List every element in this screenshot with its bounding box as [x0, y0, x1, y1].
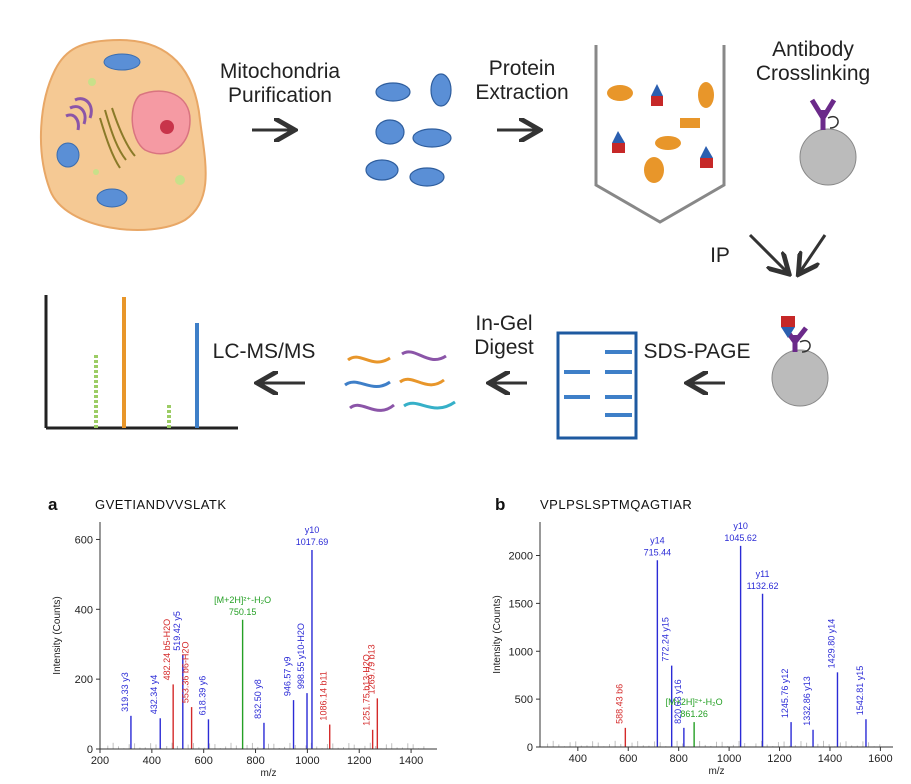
spec-b-peak-label: 1132.62	[747, 581, 779, 591]
panel-b-letter: b	[495, 495, 506, 514]
spec-b-peak-label: 588.43 b6	[614, 684, 624, 724]
label-ingel-line2: Digest	[474, 336, 534, 359]
spec-a-peak-label: 946.57 y9	[283, 657, 293, 697]
cell-illustration	[39, 38, 207, 231]
spec-b-peak-label: 1542.81 y15	[855, 666, 865, 716]
spec-b-peak-label: 1332.86 y13	[802, 676, 812, 726]
spec-b-peak-label: 861.26	[680, 709, 708, 719]
antibody-bead	[799, 98, 857, 186]
spec-b-peak-ion-label: [M+2H]²⁺-H₂O	[666, 697, 723, 707]
spec-a-peak-label: 553.36 b6-H2O	[181, 642, 191, 704]
spec-b-x-tick-label: 600	[619, 753, 637, 765]
spec-a-x-tick-label: 200	[91, 755, 109, 767]
spec-b-y-tick-label: 1000	[509, 646, 533, 658]
workflow-diagram	[39, 38, 857, 440]
spec-a-peak-ion-label: [M+2H]²⁺-H₂O	[214, 595, 271, 605]
spec-a-peak-label: 832.50 y8	[253, 679, 263, 719]
label-protein-line2: Extraction	[475, 81, 569, 104]
spec-a-y-tick-label: 600	[75, 534, 93, 546]
spec-b-peak-ion-label: y10	[733, 521, 748, 531]
spec-a-x-axis-title: m/z	[260, 768, 276, 779]
peptide-squiggles	[344, 350, 456, 412]
spec-b-peak-label: 820.63 y16	[673, 679, 683, 724]
spec-a-peak-label: 1269.79 b13	[366, 644, 376, 694]
protein-tube	[594, 45, 726, 224]
label-mito: Mitochondria Purification	[205, 60, 355, 108]
label-antibody-line2: Crosslinking	[755, 62, 871, 85]
gel-illustration	[556, 331, 638, 440]
spec-a-x-tick-label: 400	[143, 755, 161, 767]
spec-b-peak-label: 715.44	[644, 547, 672, 557]
spec-a-y-axis-title: Intensity (Counts)	[52, 596, 63, 674]
spec-a-y-tick-label: 400	[75, 604, 93, 616]
panel-a-letter: a	[48, 495, 58, 514]
spec-b-x-tick-label: 1400	[818, 753, 842, 765]
spec-b-peak-label: 1245.76 y12	[780, 669, 790, 719]
spec-a-peak-label: 750.15	[229, 607, 257, 617]
label-protein-line1: Protein	[488, 57, 556, 80]
spec-b-y-tick-label: 1500	[509, 598, 533, 610]
panel-a-peptide: GVETIANDVVSLATK	[95, 497, 227, 512]
spec-a-x-tick-label: 1400	[399, 755, 423, 767]
spec-a-peak-ion-label: y10	[305, 525, 320, 535]
spec-a-peak-label: 482.24 b5-H2O	[162, 619, 172, 681]
spec-a-peak-label: 319.33 y3	[120, 672, 130, 712]
label-mito-line2: Purification	[228, 84, 332, 107]
spec-b-peak-label: 772.24 y15	[661, 617, 671, 662]
label-antibody: Antibody Crosslinking	[745, 38, 881, 86]
spec-b-y-tick-label: 500	[515, 694, 533, 706]
label-sds: SDS-PAGE	[643, 340, 751, 363]
spec-a-x-tick-label: 600	[195, 755, 213, 767]
spec-b-x-tick-label: 1600	[868, 753, 892, 765]
spec-a-peak-label: 1017.69	[296, 537, 329, 547]
label-lcms: LC-MS/MS	[212, 340, 316, 363]
spec-b-x-tick-label: 800	[669, 753, 687, 765]
spec-b-peak-label: 1429.80 y14	[826, 619, 836, 669]
ip-arrow-left	[748, 233, 787, 272]
spec-a-x-tick-label: 800	[246, 755, 264, 767]
panel-b-peptide: VPLPSLSPTMQAGTIAR	[540, 497, 693, 512]
label-ip: IP	[710, 244, 730, 267]
spec-a-peak-label: 1251.75 b13-H2O	[362, 654, 372, 726]
spec-a-peak-label: 432.34 y4	[149, 675, 159, 715]
label-protein: Protein Extraction	[462, 57, 582, 105]
spec-a-x-tick-label: 1200	[347, 755, 371, 767]
spec-a-y-tick-label: 200	[75, 674, 93, 686]
spec-b-peak-ion-label: y11	[756, 569, 770, 579]
label-mito-line1: Mitochondria	[219, 60, 341, 83]
spec-b-y-axis-title: Intensity (Counts)	[492, 595, 503, 673]
spec-b-peak-ion-label: y14	[650, 535, 665, 545]
spec-a-peak-label: 519.42 y5	[172, 611, 182, 651]
spec-b-y-tick-label: 0	[527, 742, 533, 754]
spec-b-x-tick-label: 400	[569, 753, 587, 765]
spec-a-peak-label: 1086.14 b11	[319, 671, 329, 720]
label-ingel: In-Gel Digest	[454, 312, 554, 360]
antibody-bead-bound	[771, 316, 829, 407]
spec-b-y-tick-label: 2000	[509, 551, 533, 563]
spec-b-x-axis-title: m/z	[708, 766, 724, 777]
spec-b-peak-label: 1045.62	[724, 533, 757, 543]
spec-b-x-tick-label: 1000	[717, 753, 741, 765]
chromatogram	[44, 295, 238, 430]
spec-b-x-tick-label: 1200	[767, 753, 791, 765]
label-ingel-line1: In-Gel	[475, 312, 533, 335]
ip-arrow-right	[800, 234, 827, 272]
spec-a-peak-label: 998.55 y10-H2O	[296, 623, 306, 689]
label-antibody-line1: Antibody	[772, 38, 854, 61]
spec-a-peak-label: 618.39 y6	[197, 676, 207, 716]
mitochondria-cluster	[365, 73, 452, 187]
spec-a-y-tick-label: 0	[87, 744, 93, 756]
spec-a-x-tick-label: 1000	[295, 755, 319, 767]
